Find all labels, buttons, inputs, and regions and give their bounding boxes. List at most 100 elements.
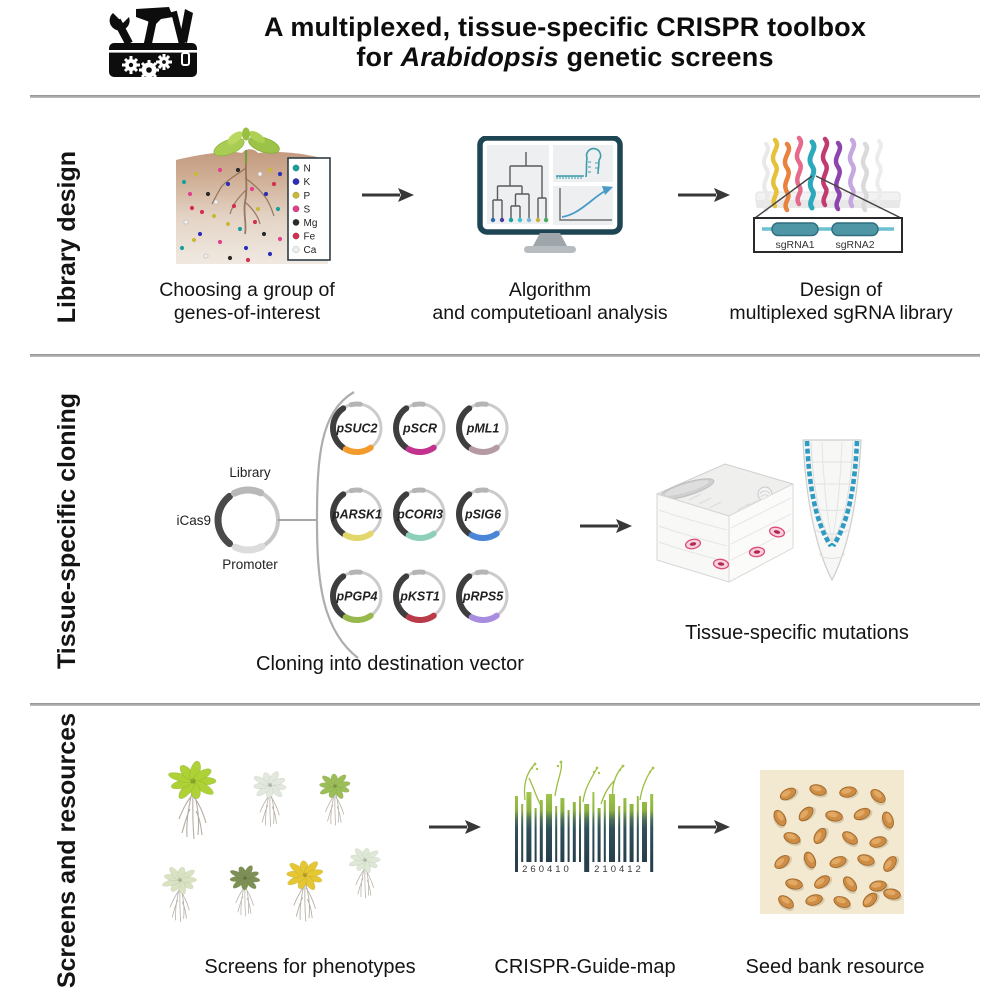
plasmid-label-pKST1: pKST1 [399, 590, 440, 604]
plasmid-label-pPGP4: pPGP4 [336, 590, 378, 604]
seed [803, 851, 817, 871]
seed [829, 856, 849, 869]
gears-icon [122, 54, 172, 80]
plasmid-label-pSIG6: pSIG6 [464, 508, 502, 522]
plant-2 [253, 771, 287, 827]
svg-text:K: K [304, 177, 311, 188]
plasmid-pML1: pML1 [456, 401, 509, 455]
caption-library-step3: Design of multiplexed sgRNA library [729, 279, 953, 324]
vector-promoter-label: Promoter [222, 557, 278, 572]
seed [825, 810, 844, 824]
root-system [211, 157, 275, 235]
section-label-tissue-specific-cloning: Tissue-specific cloning [52, 392, 81, 669]
seed [779, 787, 799, 801]
svg-text:S: S [304, 204, 311, 215]
legend-item-Fe: Fe [292, 232, 316, 243]
seed [881, 811, 894, 831]
sgrna-construct-box: sgRNA1 sgRNA2 [753, 217, 903, 253]
plasmid-pSCR: pSCR [393, 401, 446, 455]
legend-item-N: N [292, 164, 311, 175]
plasmid-pSUC2: pSUC2 [330, 401, 383, 455]
seed [862, 892, 880, 908]
caption-guide-map: CRISPR-Guide-map [494, 956, 676, 978]
plasmid-label-pARSK1: pARSK1 [331, 508, 382, 522]
grass-buds [530, 760, 655, 775]
legend-item-P: P [292, 191, 311, 202]
divider-bottom [30, 703, 980, 706]
barcode-digits-right: 210412 [594, 864, 644, 875]
dendrogram-leaf-dots [490, 217, 549, 223]
svg-text:Ca: Ca [304, 245, 317, 256]
grass-decorations [523, 761, 654, 807]
seed [774, 854, 792, 870]
root-tip [802, 439, 862, 582]
legend-item-Ca: Ca [292, 245, 317, 256]
section-label-library-design: Library design [52, 151, 81, 324]
vector-library-label: Library [229, 465, 271, 480]
section-label-screens-and-resources: Screens and resources [52, 713, 81, 989]
arrow-icon [429, 820, 481, 834]
arrow-icon [678, 820, 730, 834]
seed [857, 854, 876, 868]
seed [814, 875, 833, 889]
seed [870, 788, 886, 806]
seed [839, 786, 859, 799]
svg-text:Mg: Mg [304, 218, 318, 229]
plant-4 [162, 867, 197, 922]
figure-title: A multiplexed, tissue-specific CRISPR to… [215, 12, 915, 72]
caption-cloning: Cloning into destination vector [256, 653, 524, 675]
barcode-bars [515, 792, 654, 872]
rna-hairpin-icon [556, 147, 602, 179]
seed [869, 836, 889, 849]
seed [842, 876, 858, 894]
sgrna-library-illustration: sgRNA1 sgRNA2 [753, 128, 903, 253]
plasmid-label-pSCR: pSCR [402, 422, 437, 436]
plasmid-pRPS5: pRPS5 [456, 569, 509, 623]
seed [785, 878, 804, 892]
seed [833, 896, 852, 910]
seedling-icon [213, 127, 280, 164]
seed [813, 827, 829, 845]
seed [883, 855, 899, 872]
legend-item-Mg: Mg [292, 218, 318, 229]
stomata-marks [684, 526, 786, 570]
legend-item-K: K [292, 177, 311, 188]
svg-text:P: P [304, 191, 311, 202]
seed-bank-illustration [760, 770, 904, 914]
sgrna1-label: sgRNA1 [775, 239, 814, 251]
caption-library-step2: Algorithm and computetioanl analysis [432, 279, 668, 324]
svg-text:Fe: Fe [304, 232, 316, 243]
cloning-diagram: Library iCas9 Promoter pSUC2 pSCR pML1 pARS… [176, 391, 509, 659]
seeds [773, 784, 902, 911]
plasmid-pKST1: pKST1 [393, 569, 446, 623]
vector-icas9-label: iCas9 [176, 513, 211, 528]
plant-1 [168, 760, 217, 840]
plasmid-label-pSUC2: pSUC2 [336, 422, 378, 436]
growth-chart-icon [559, 186, 613, 221]
svg-text:N: N [304, 164, 311, 175]
phenotype-plants-illustration [162, 760, 381, 922]
plasmid-pPGP4: pPGP4 [330, 569, 383, 623]
plasmid-label-pRPS5: pRPS5 [462, 590, 504, 604]
barcode-digits-left: 260410 [522, 864, 572, 875]
seed [883, 888, 902, 902]
plasmid-pSIG6: pSIG6 [456, 487, 509, 541]
plant-7 [348, 848, 381, 899]
divider-middle [30, 354, 980, 357]
toolbox-icon [109, 7, 197, 80]
arrow-icon [678, 188, 730, 202]
plant-5 [229, 865, 261, 917]
seed [805, 894, 825, 907]
sgrna2-label: sgRNA2 [835, 239, 874, 251]
seed [773, 809, 787, 829]
seed [869, 880, 889, 893]
seed [783, 832, 802, 846]
seed [809, 784, 828, 798]
plant-3 [319, 773, 351, 826]
title-line-2: for Arabidopsis genetic screens [356, 42, 774, 73]
arrow-icon [580, 519, 632, 533]
leaf-tissue-block [655, 463, 795, 583]
caption-seed-bank: Seed bank resource [745, 956, 925, 978]
